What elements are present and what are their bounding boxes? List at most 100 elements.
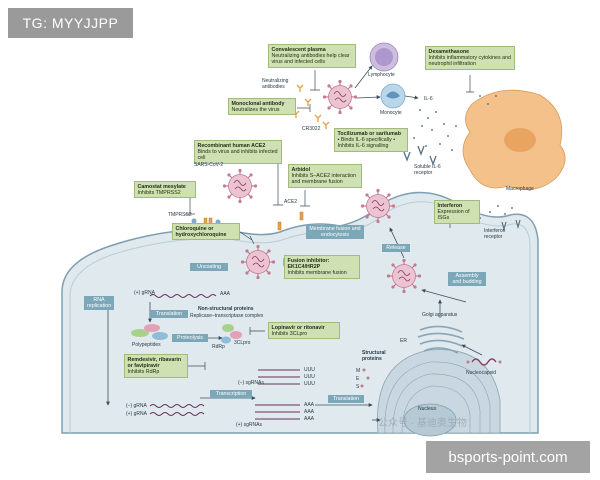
line-monoclonal <box>297 104 311 112</box>
e-protein-label: E <box>356 376 360 382</box>
chloroquine-title: Chloroquine or hydroxychloroquine <box>175 225 227 238</box>
rhace2-body: Binds to virus and inhibits infected cel… <box>197 148 278 161</box>
virus-uncoating <box>240 244 276 280</box>
virus-sars-cov2 <box>222 168 258 204</box>
virus-release <box>386 258 422 294</box>
remdesivir-box: Remdesivir, ribavarin or favipiravir Inh… <box>124 354 188 378</box>
nsp-title-text: Non-structural proteins <box>198 306 254 312</box>
golgi-label: Golgi apparatus <box>422 312 458 318</box>
interferon-receptor-label: Interferon receptor <box>484 228 506 240</box>
dexamethasone-box: Dexamethasone Inhibits inflammatory cyto… <box>425 46 515 70</box>
line-remdesivir <box>185 362 206 370</box>
interferon-body: Expression of ISGs <box>437 208 470 221</box>
arbidol-box: Arbidol Inhibits S–ACE2 interaction and … <box>288 164 362 188</box>
uncoating-label: Uncoating <box>190 263 228 272</box>
gRNA-plus-label: (+) gRNA <box>134 290 155 296</box>
remdesivir-body: Inhibits RdRp <box>127 368 160 375</box>
uuu-label-2: UUU <box>304 374 315 380</box>
rna-gRNA-top <box>149 294 217 298</box>
m-protein-label: M <box>356 368 361 374</box>
golgi-apparatus <box>417 325 465 354</box>
macrophage-label: Macrophage <box>506 186 534 192</box>
arrow-assembly <box>421 288 467 303</box>
assembly-label: Assembly and budding <box>448 272 486 287</box>
convalescent-body: Neutralizing antibodies help clear virus… <box>271 52 350 65</box>
watermark-top-left: TG: MYYJJPP <box>8 8 133 38</box>
soluble-il6-receptors <box>403 145 437 166</box>
nucleus-label: Nucleus <box>418 406 437 412</box>
tocilizumab-body: • Binds IL-6 specifically • Inhibits IL-… <box>337 136 396 149</box>
virus-convalescent <box>322 79 358 115</box>
gRNA-minus-label: (–) gRNA <box>126 403 147 409</box>
line-camostat <box>185 198 195 215</box>
tmprss2-label: TMPRSS2 <box>168 212 192 218</box>
dexamethasone-title: Dexamethasone <box>428 48 470 55</box>
lopinavir-box: Lopinavir or ritonavir Inhibits 3CLpro <box>268 322 340 340</box>
transcription-label: Transcription <box>210 390 252 399</box>
antibody-3 <box>314 114 322 123</box>
line-chloroquine <box>239 231 255 245</box>
arrow-monocyte-il6 <box>404 95 419 100</box>
virus-membrane-fusion <box>360 188 396 224</box>
rdrp-3clpro-shape <box>221 324 242 344</box>
lopinavir-title: Lopinavir or ritonavir <box>271 324 325 331</box>
rhace2-title: Recombinant human ACE2 <box>197 142 266 149</box>
structural-proteins-text: Structural proteins <box>362 350 386 362</box>
watermark-faint: 公众号 · 基迪奥生物 <box>378 418 467 429</box>
watermark-bottom-right: bsports-point.com <box>426 441 590 473</box>
monoclonal-antibody-box: Monoclonal antibody Neutralizes the viru… <box>228 98 296 116</box>
arrow-nucleocapsid <box>461 344 483 356</box>
tocilizumab-title: Tocilizumab or sarilumab <box>337 130 401 137</box>
nucleocapsid-label: Nucleocapsid <box>466 370 497 376</box>
antibody-5 <box>322 121 330 130</box>
camostat-box: Camostat mesylate Inhibits TMPRSS2 <box>134 181 196 199</box>
lymphocyte-label: Lymphocyte <box>368 72 395 78</box>
s-protein-label: S <box>356 384 360 390</box>
soluble-il6-receptor-label: Soluble IL-6 receptor <box>414 164 441 176</box>
polypeptides-label: Polypeptides <box>132 342 161 348</box>
aaa-label-3: AAA <box>304 416 315 422</box>
er-label: ER <box>400 338 407 344</box>
release-label: Release <box>382 244 410 253</box>
monoclonal-title: Monoclonal antibody <box>231 100 285 107</box>
rna-gRNA-plus <box>149 412 205 416</box>
convalescent-title: Convalescent plasma <box>271 46 326 53</box>
aaa-label-top: AAA <box>220 291 231 297</box>
ace2-label: ACE2 <box>284 199 298 205</box>
cr3022-label: CR3022 <box>302 126 321 132</box>
line-rhace2 <box>273 158 283 206</box>
arrow-to-lymphocyte <box>354 65 373 89</box>
il6-dots <box>413 95 513 219</box>
tocilizumab-box: Tocilizumab or sarilumab • Binds IL-6 sp… <box>334 128 408 152</box>
neutralizing-antibodies-label: Neutralizing antibodies <box>262 78 289 90</box>
line-arbidol <box>300 190 310 207</box>
structural-proteins-shape <box>360 368 370 388</box>
camostat-title: Camostat mesylate <box>137 183 186 190</box>
arrow-release <box>389 227 405 259</box>
nsp-title: Non-structural proteins <box>198 306 254 312</box>
monoclonal-body: Neutralizes the virus <box>231 106 280 113</box>
structural-proteins-label: Structural proteins <box>362 350 396 362</box>
membrane-fusion-label: Membrane fusion and endocytosis <box>306 225 364 240</box>
remdesivir-title: Remdesivir, ribavarin or favipiravir <box>127 356 182 369</box>
fusion-title: Fusion inhibitor: EK1C4/HR2P <box>287 257 330 270</box>
gRNA-plus-label-2: (+) gRNA <box>126 411 147 417</box>
uuu-label-3: UUU <box>304 381 315 387</box>
convalescent-plasma-box: Convalescent plasma Neutralizing antibod… <box>268 44 356 68</box>
aaa-label-2: AAA <box>304 409 315 415</box>
rna-gRNA-minus <box>149 404 205 408</box>
il6-label: IL-6 <box>424 96 433 102</box>
sars-cov2-label: SARS-CoV-2 <box>194 162 224 168</box>
aaa-label-1: AAA <box>304 402 315 408</box>
fusion-inhibitor-box: Fusion inhibitor: EK1C4/HR2P Inhibits me… <box>284 255 360 279</box>
nucleocapsid <box>466 358 502 366</box>
arrow-to-monocyte <box>356 95 381 100</box>
polypeptides-shape <box>131 324 168 340</box>
recombinant-ace2-box: Recombinant human ACE2 Binds to virus an… <box>194 140 282 164</box>
rdrp-label: RdRp <box>212 344 225 350</box>
3clpro-label: 3CLpro <box>234 340 251 346</box>
line-lopinavir <box>249 327 265 335</box>
rna-replication-label: RNA replication <box>84 296 114 311</box>
camostat-body: Inhibits TMPRSS2 <box>137 189 181 196</box>
